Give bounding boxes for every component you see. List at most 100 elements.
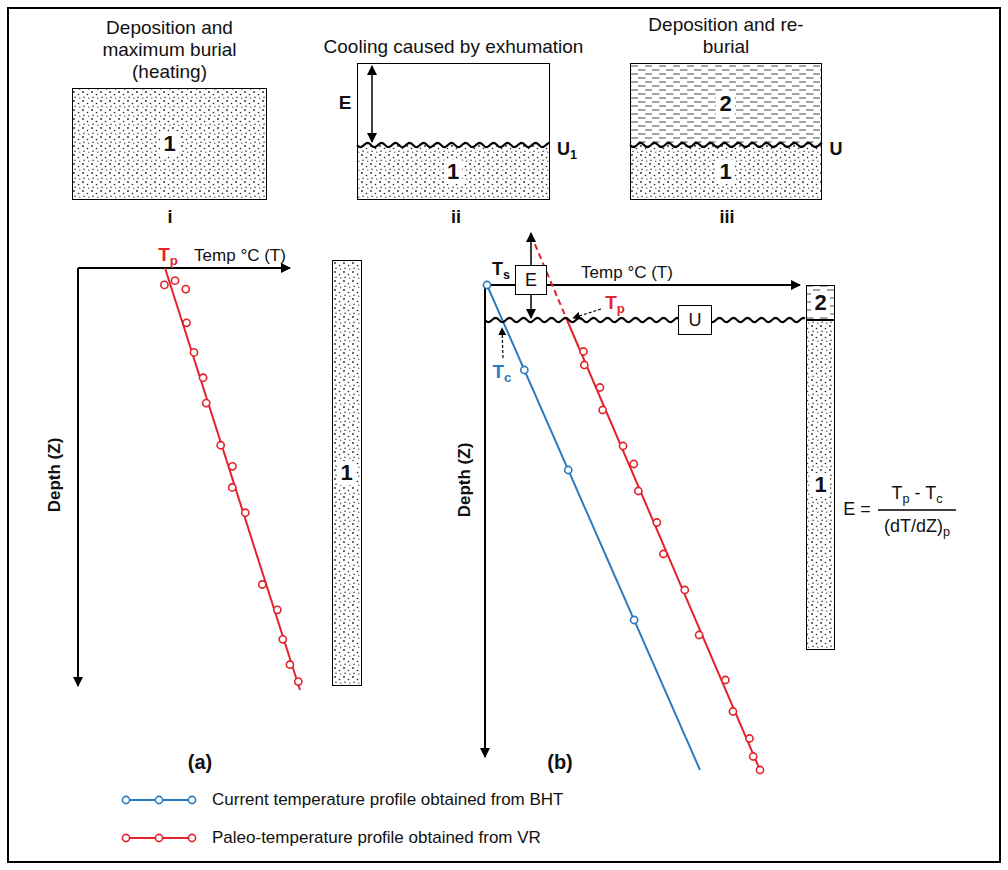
data-point [229,484,236,491]
node-body: U [689,310,702,330]
equation-term: (dT/dZ)p [884,517,950,537]
panel-letter: (a) [188,751,212,773]
subscript: p [943,525,950,539]
data-point [599,406,606,413]
layer-number: 1 [444,160,462,184]
text-part: U [830,139,843,159]
layer-number: 2 [811,291,829,315]
text-part: Deposition and re-burial [648,14,803,57]
depth-axis [484,285,486,757]
layer-number: U [689,310,702,330]
data-point [183,319,190,326]
data-point [521,366,528,373]
sandstone-fill [357,143,550,200]
data-point [750,753,757,760]
paleo-profile [165,268,300,690]
data-point [161,281,168,288]
text-part: 1 [163,131,175,156]
equation-term: Tp - Tc [892,484,943,504]
data-point [188,796,195,803]
subscript: p [903,492,910,506]
data-point [155,796,162,803]
strat-column-unit: 2 [806,285,835,320]
subscript: c [936,492,942,506]
layer-number: 1 [811,473,829,497]
text-part: (a) [188,751,212,773]
temperature-label: Tp [158,245,178,266]
panel-heading: Cooling caused by exhumation [294,36,614,58]
data-point [279,636,286,643]
node-body: 1 [337,461,355,485]
data-point [630,460,637,467]
node-body: 2 [716,92,734,116]
subscript: s [503,268,510,282]
data-point [565,466,572,473]
node-body: 1 [444,160,462,184]
subscript: 1 [570,148,577,162]
sandstone-fill [333,260,360,686]
data-point [295,678,302,685]
data-point [729,708,736,715]
leader-line [573,309,601,318]
depth-axis [77,268,79,686]
node-body: 1 [160,132,178,156]
exhumation-box: E [515,265,547,295]
exhumation-label: E [339,93,352,114]
sandstone-layer: 1 [357,145,550,200]
text-part: T [605,292,617,313]
node-body: E [525,270,537,290]
burial-panel: Deposition and maximum burial (heating)1 [72,88,267,200]
node-body: 2 [811,291,829,315]
text-part: Cooling caused by exhumation [324,36,584,57]
layer-number: 2 [716,92,734,116]
temperature-label: Tp [605,293,625,314]
paleo-profile [567,320,760,770]
strat-column-unit: 1 [806,320,835,650]
text-part: 1 [719,159,731,184]
data-point [274,606,281,613]
unconformity-label: U1 [557,140,577,160]
node-body: 1 [811,473,829,497]
sandstone-layer: 1 [630,145,822,200]
data-point [596,384,603,391]
unconformity-line [630,143,822,147]
shale-layer: 2 [630,63,822,145]
text-part: (dT/dZ) [884,516,943,536]
panel-heading: Deposition and maximum burial (heating) [82,17,257,83]
axis-title: Temp °C (T) [194,247,286,266]
text-part: 1 [814,472,826,497]
data-point [696,631,703,638]
data-point [155,834,162,841]
text-part: 1 [340,460,352,485]
panel-letter: (b) [547,751,573,773]
text-part: U [557,139,570,159]
leader-line [502,328,503,358]
panel-number: iii [719,208,734,228]
text-part: 1 [447,159,459,184]
text-part: 2 [814,290,826,315]
sandstone-fill [72,88,267,200]
data-point [580,348,587,355]
equation-term: E = [843,500,871,520]
data-point [756,766,763,773]
data-point [746,735,753,742]
data-point [660,550,667,557]
data-point [203,399,210,406]
data-point [653,519,660,526]
axis-title: Depth (Z) [456,443,475,518]
text-part: U [689,310,702,330]
unconformity-box: U [678,305,712,335]
node-body: 1 [716,160,734,184]
data-point [286,661,293,668]
legend-text: Paleo-temperature profile obtained from … [212,828,541,848]
reburial-panel: Deposition and re-burial21 [630,63,822,200]
current-profile [487,285,700,770]
text-part: Deposition and maximum burial (heating) [102,17,236,82]
text-part: T [892,483,903,503]
data-point [200,374,207,381]
text-part: Temp °C (T) [194,246,286,265]
data-point [242,509,249,516]
data-point [483,281,490,288]
